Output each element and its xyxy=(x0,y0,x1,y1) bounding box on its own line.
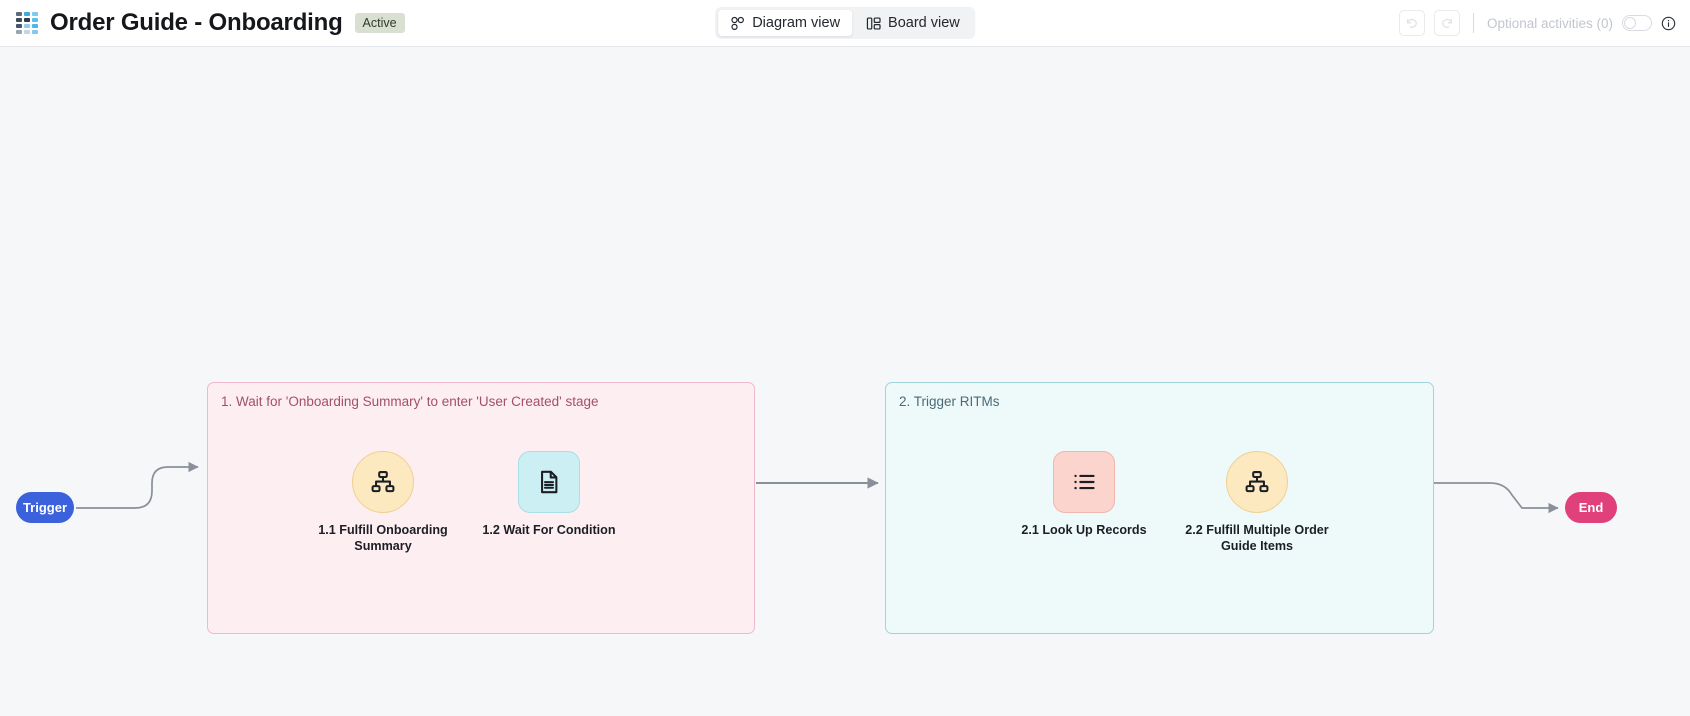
node-1-1-shape[interactable] xyxy=(352,451,414,513)
optional-activities-label: Optional activities (0) xyxy=(1486,15,1613,31)
node-1-1-label: 1.1 Fulfill Onboarding Summary xyxy=(318,523,448,553)
node-2-2[interactable]: 2.2 Fulfill Multiple Order Guide Items xyxy=(1182,451,1332,554)
node-1-2[interactable]: 1.2 Wait For Condition xyxy=(474,451,624,539)
end-node[interactable]: End xyxy=(1565,492,1617,523)
info-circle-icon[interactable] xyxy=(1661,16,1676,31)
hierarchy-icon xyxy=(370,469,396,495)
node-2-2-label: 2.2 Fulfill Multiple Order Guide Items xyxy=(1185,523,1329,553)
node-2-2-shape[interactable] xyxy=(1226,451,1288,513)
optional-activities-toggle[interactable] xyxy=(1622,15,1652,31)
end-node-label: End xyxy=(1578,500,1604,515)
servicenow-grid-logo-icon xyxy=(16,12,38,34)
tab-board-view[interactable]: Board view xyxy=(854,10,972,36)
redo-icon xyxy=(1440,16,1454,30)
brand-block: Order Guide - Onboarding Active xyxy=(0,9,405,37)
activity-group-2[interactable]: 2. Trigger RITMs xyxy=(885,382,1434,634)
document-icon xyxy=(536,469,562,495)
workflow-canvas[interactable]: Trigger 1. Wait for 'Onboarding Summary'… xyxy=(0,47,1690,716)
node-2-1[interactable]: 2.1 Look Up Records xyxy=(1009,451,1159,539)
undo-icon xyxy=(1405,16,1419,30)
node-2-1-label: 2.1 Look Up Records xyxy=(1021,523,1147,537)
view-mode-switch[interactable]: Diagram view Board view xyxy=(715,7,975,39)
toolbar-divider xyxy=(1472,13,1474,33)
tab-diagram-view-label: Diagram view xyxy=(752,15,841,31)
app-header: Order Guide - Onboarding Active Diagram … xyxy=(0,0,1690,47)
node-1-1[interactable]: 1.1 Fulfill Onboarding Summary xyxy=(308,451,458,554)
tab-diagram-view[interactable]: Diagram view xyxy=(718,10,853,36)
node-1-2-shape[interactable] xyxy=(518,451,580,513)
trigger-node[interactable]: Trigger xyxy=(16,492,74,523)
activity-group-1-title: 1. Wait for 'Onboarding Summary' to ente… xyxy=(221,394,599,409)
activity-group-1[interactable]: 1. Wait for 'Onboarding Summary' to ente… xyxy=(207,382,755,634)
redo-button[interactable] xyxy=(1433,10,1460,36)
node-1-2-label: 1.2 Wait For Condition xyxy=(482,523,616,537)
undo-button[interactable] xyxy=(1398,10,1425,36)
trigger-node-label: Trigger xyxy=(22,500,68,515)
diagram-view-icon xyxy=(730,16,745,31)
status-badge: Active xyxy=(354,12,405,34)
list-icon xyxy=(1071,469,1097,495)
activity-group-2-title: 2. Trigger RITMs xyxy=(899,394,1000,409)
hierarchy-icon xyxy=(1244,469,1270,495)
node-2-1-shape[interactable] xyxy=(1053,451,1115,513)
header-toolbar-right: Optional activities (0) xyxy=(1398,10,1676,36)
page-title: Order Guide - Onboarding xyxy=(50,9,343,36)
tab-board-view-label: Board view xyxy=(888,15,960,31)
board-view-icon xyxy=(866,16,881,31)
